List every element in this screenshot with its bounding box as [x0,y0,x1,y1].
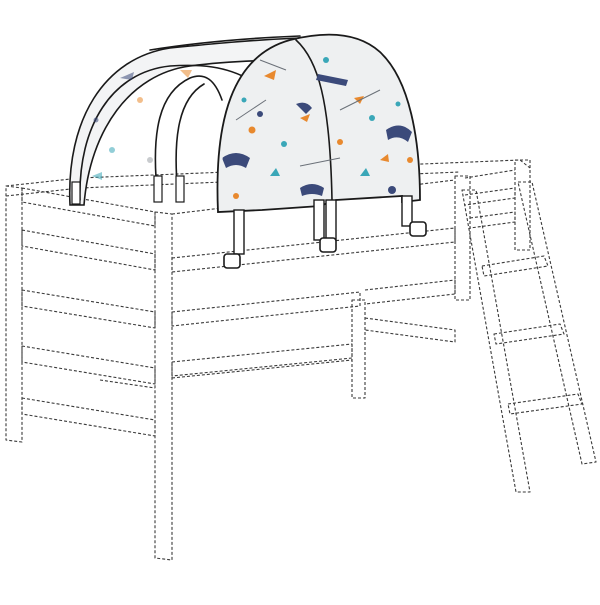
side-board-top [21,187,156,227]
left-panel-rail-3 [21,345,156,385]
tunnel-straps [71,175,427,269]
front-right-post [454,175,471,301]
ladder [461,181,597,493]
left-panel-rail-2 [21,289,156,329]
ladder-left-rail [461,189,531,493]
tunnel-top-edge [149,35,301,51]
tunnel-front-fabric [216,33,421,213]
floor-line [171,359,353,379]
front-side-rail-2b [364,279,456,305]
back-top-rail [5,159,531,187]
front-side-rail-3 [171,343,353,377]
left-panel-rail-4 [21,397,156,437]
ladder-rung-3 [507,393,583,415]
front-left-post [5,185,23,443]
ladder-rung-1 [481,255,549,277]
tunnel-rib-back [79,64,251,201]
front-side-rail-2 [171,291,361,327]
strap-clip-2 [319,237,337,253]
pattern-teal-shapes [241,57,401,176]
pattern-orange-shapes [233,70,413,199]
pattern-navy-shapes [222,67,412,196]
strap-clip-1 [223,253,241,269]
tunnel-front-seam [295,39,333,201]
right-head-rail-2 [464,187,516,206]
right-head-rail-top [464,169,516,179]
tunnel-rib-inner [154,75,223,201]
ladder-right-rail [517,181,597,465]
left-panel-rail-1 [21,229,156,271]
under-rail-2 [99,379,156,389]
front-side-rail-1 [171,227,456,273]
play-tunnel [68,33,427,269]
rear-left-leg [351,299,366,399]
pattern-grey-lines [235,59,381,167]
right-head-rail-3 [469,211,516,229]
ladder-rung-2 [493,323,565,345]
front-middle-post [154,211,173,561]
strap-clip-3 [409,221,427,237]
tunnel-back-pattern [92,70,192,180]
tunnel-pattern [222,57,413,199]
right-back-post [514,159,531,251]
bed-frame [5,159,531,561]
under-rail [364,317,456,343]
